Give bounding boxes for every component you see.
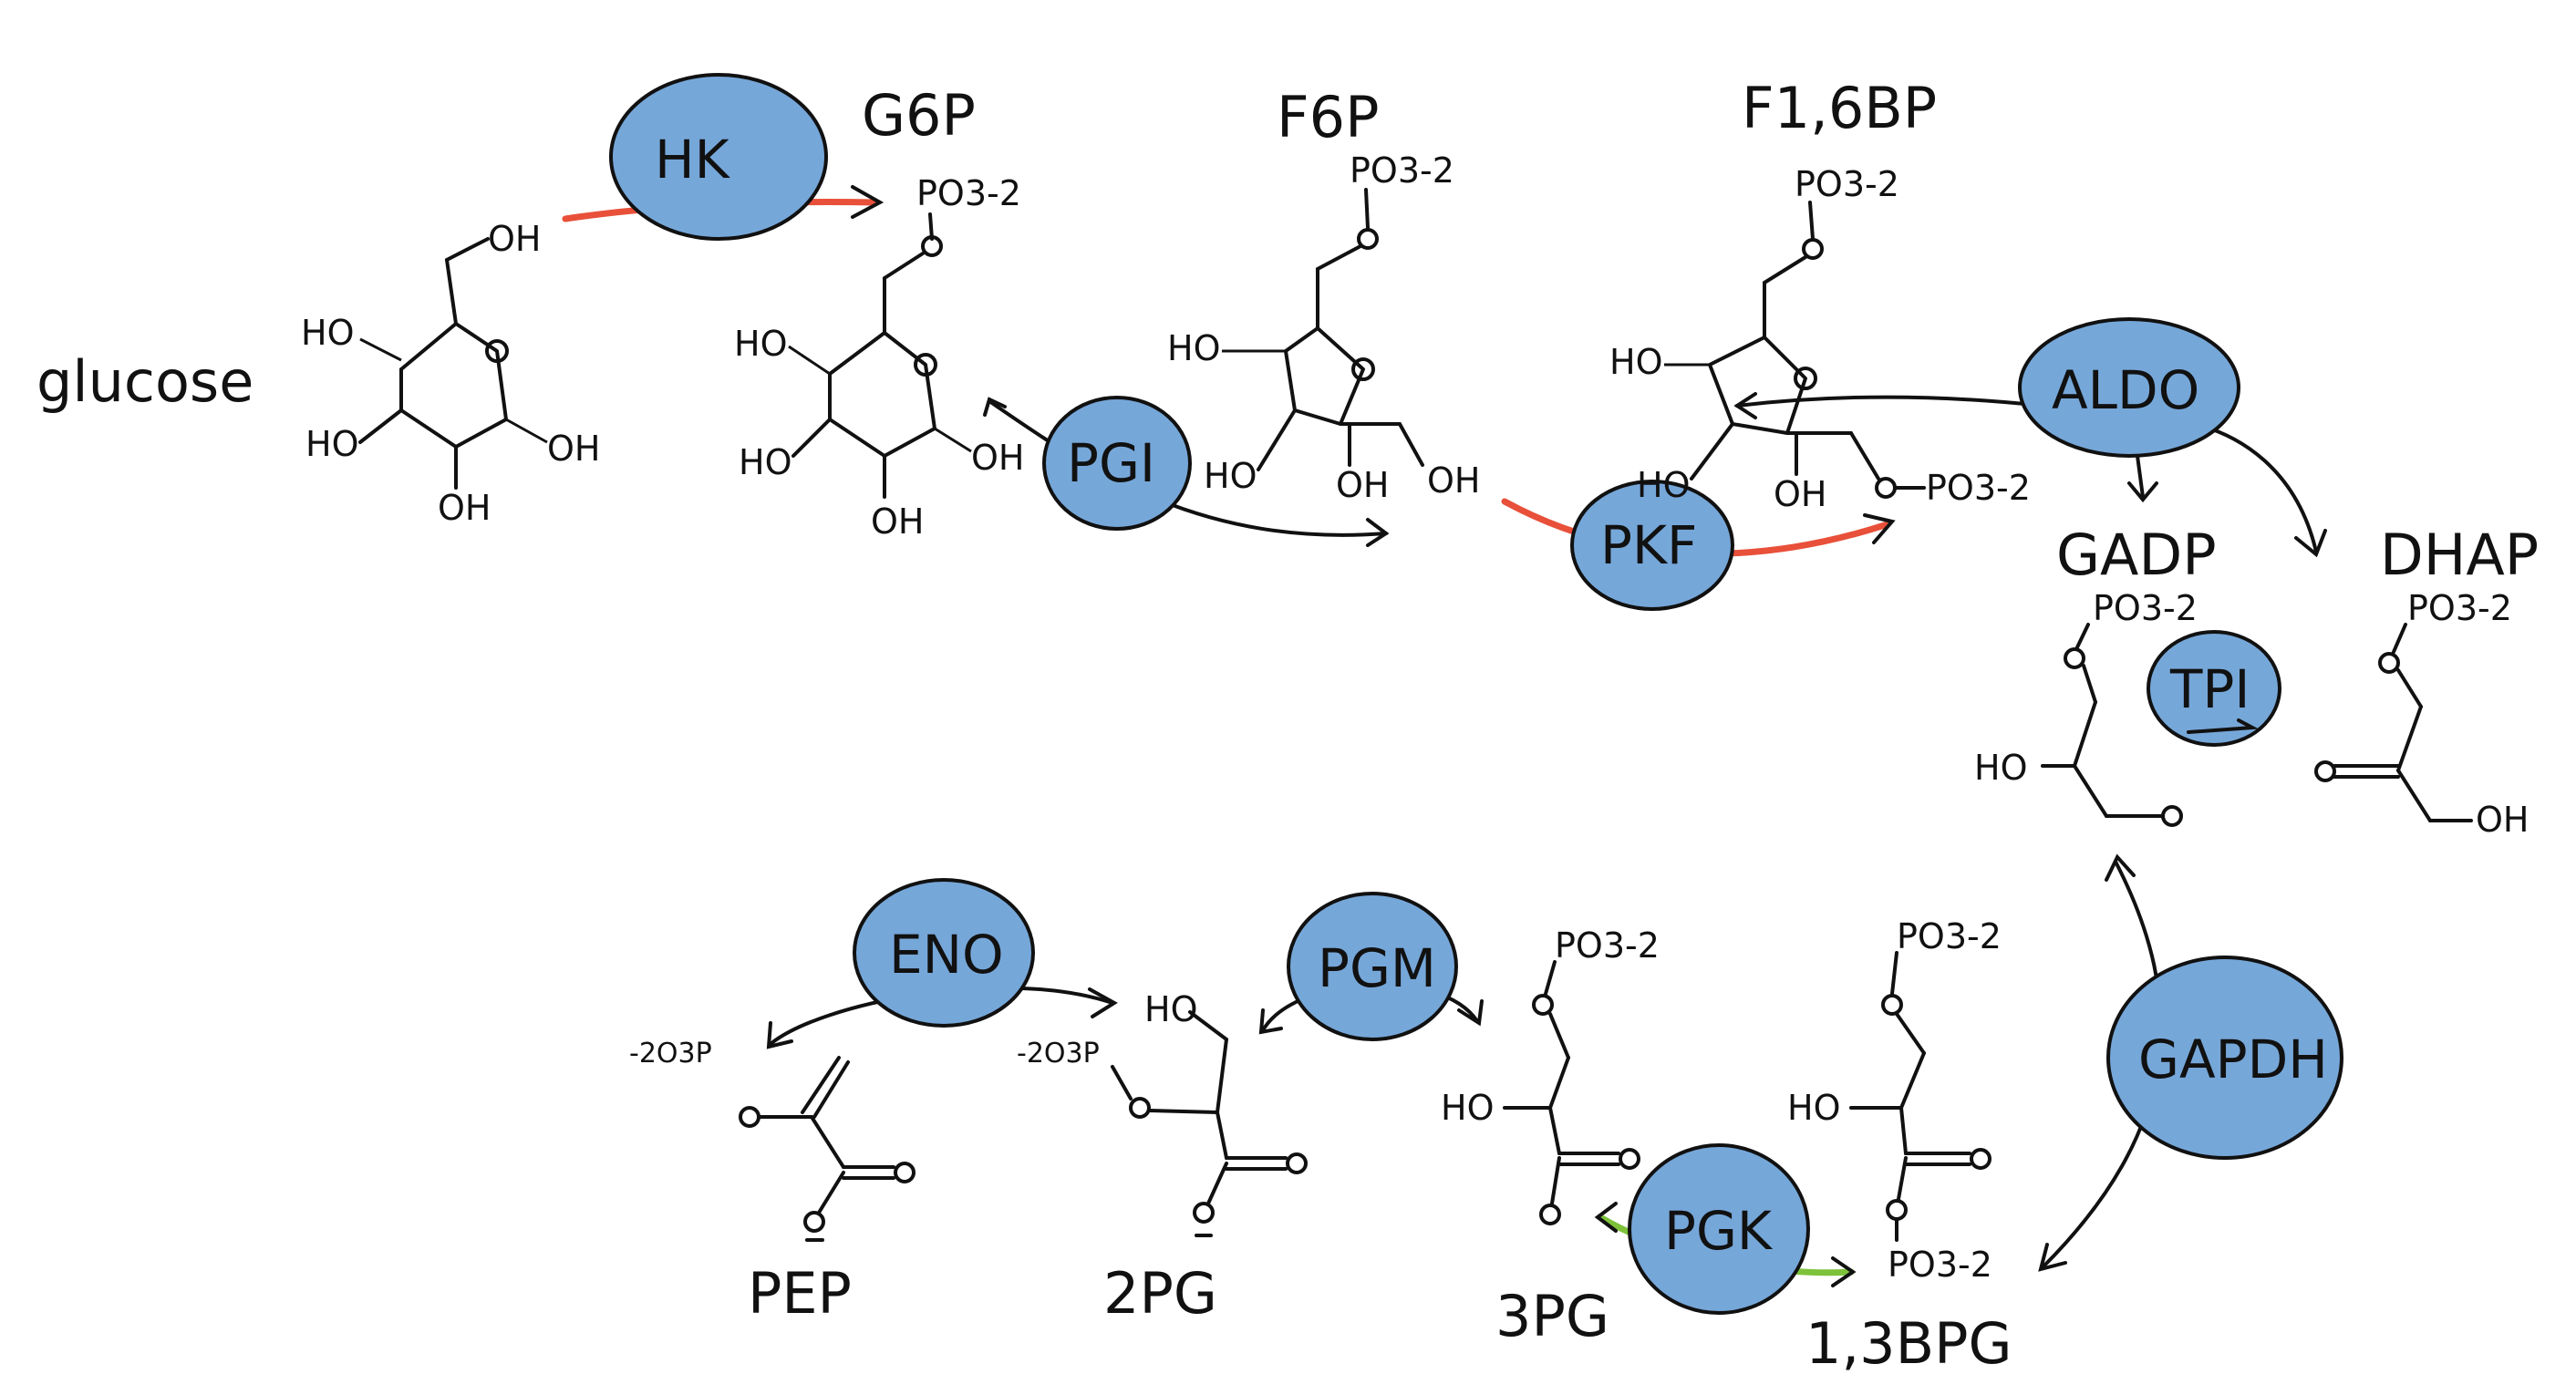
hk-enzyme (609, 73, 828, 241)
gapdh-enzyme (2106, 956, 2343, 1160)
glucose-oh-top: OH (488, 219, 541, 259)
gadp-label: GADP (2056, 522, 2217, 588)
pkf-label: PKF (1600, 514, 1697, 576)
tpi-label: TPI (2169, 658, 2250, 720)
glucose-structure: glucose OH HO HO OH OH (36, 219, 600, 528)
glucose-oh-right: OH (547, 429, 600, 469)
g6p-ho-2: HO (739, 442, 791, 482)
pgm-label: PGM (1318, 937, 1436, 999)
f6p-ho-1: HO (1167, 328, 1220, 368)
glucose-oh-bottom: OH (438, 488, 491, 528)
pgk-label: PGK (1664, 1200, 1774, 1262)
pg2-label: 2PG (1103, 1260, 1217, 1327)
aldo-label: ALDO (2052, 359, 2199, 421)
eno-enzyme (853, 878, 1035, 1028)
pep-label: PEP (748, 1260, 852, 1327)
hk-label: HK (655, 129, 731, 191)
aldo-enzyme (2018, 317, 2240, 458)
pg2-ho: HO (1144, 989, 1197, 1029)
pg3-label: 3PG (1495, 1283, 1609, 1349)
f16bp-ho-1: HO (1609, 342, 1662, 382)
pg3-ho: HO (1441, 1088, 1494, 1128)
f6p-oh-right: OH (1427, 460, 1480, 501)
dhap-structure: DHAP PO3-2 OH (2314, 522, 2539, 840)
pg2-phosphate: -2O3P (1017, 1038, 1100, 1070)
glucose-ho-1: HO (301, 313, 354, 353)
f6p-phosphate: PO3-2 (1350, 150, 1454, 191)
pkf-enzyme (1570, 480, 1734, 611)
pg3-structure: PO3-2 HO 3PG (1441, 925, 1660, 1349)
pg2-structure: HO -2O3P 2PG (1017, 989, 1308, 1327)
f16bp-label: F1,6BP (1742, 75, 1937, 141)
bpg13-phosphate-bottom: PO3-2 (1888, 1245, 1992, 1285)
g6p-structure: G6P PO3-2 HO HO OH OH (734, 82, 1024, 542)
gapdh-label: GAPDH (2138, 1028, 2328, 1090)
bpg13-structure: PO3-2 HO PO3-2 1,3BPG (1787, 916, 2012, 1377)
f16bp-phosphate-top: PO3-2 (1795, 164, 1899, 204)
f16bp-phosphate-right: PO3-2 (1926, 468, 2031, 508)
f16bp-structure: F1,6BP PO3-2 HO HO OH PO3-2 (1609, 75, 2031, 514)
gadp-structure: GADP PO3-2 HO (1974, 522, 2217, 827)
eno-label: ENO (889, 924, 1004, 986)
glucose-ho-2: HO (305, 424, 358, 464)
g6p-label: G6P (862, 82, 976, 149)
bpg13-label: 1,3BPG (1805, 1310, 2012, 1377)
f6p-structure: F6P PO3-2 HO HO OH OH (1167, 84, 1480, 505)
tpi-enzyme (2147, 630, 2281, 747)
bpg13-phosphate-top: PO3-2 (1897, 916, 2002, 956)
f16bp-oh-bottom: OH (1774, 474, 1826, 514)
f16bp-ho-2: HO (1637, 465, 1690, 505)
pgi-enzyme (1042, 396, 1192, 531)
dhap-label: DHAP (2380, 522, 2539, 588)
g6p-oh-right: OH (971, 438, 1024, 478)
pg3-phosphate: PO3-2 (1555, 925, 1660, 966)
dhap-oh: OH (2476, 800, 2529, 840)
f6p-label: F6P (1277, 84, 1380, 150)
pgk-enzyme (1628, 1143, 1810, 1315)
pep-phosphate: -2O3P (629, 1038, 712, 1070)
gadp-ho: HO (1974, 748, 2027, 788)
bpg13-ho: HO (1787, 1088, 1840, 1128)
aldo-back-arrow (1735, 395, 2044, 408)
f6p-oh-bottom: OH (1336, 465, 1389, 505)
g6p-phosphate: PO3-2 (916, 173, 1021, 213)
f6p-ho-2: HO (1204, 456, 1257, 496)
pgi-label: PGI (1067, 432, 1155, 494)
g6p-ho-1: HO (734, 324, 787, 364)
tpi-arrow (2187, 718, 2260, 734)
pgm-enzyme (1287, 892, 1458, 1041)
g6p-oh-bottom: OH (871, 501, 924, 542)
dhap-phosphate: PO3-2 (2407, 588, 2512, 628)
gadp-phosphate: PO3-2 (2093, 588, 2198, 628)
glucose-label: glucose (36, 348, 253, 415)
pep-structure: -2O3P PEP (629, 1038, 916, 1327)
